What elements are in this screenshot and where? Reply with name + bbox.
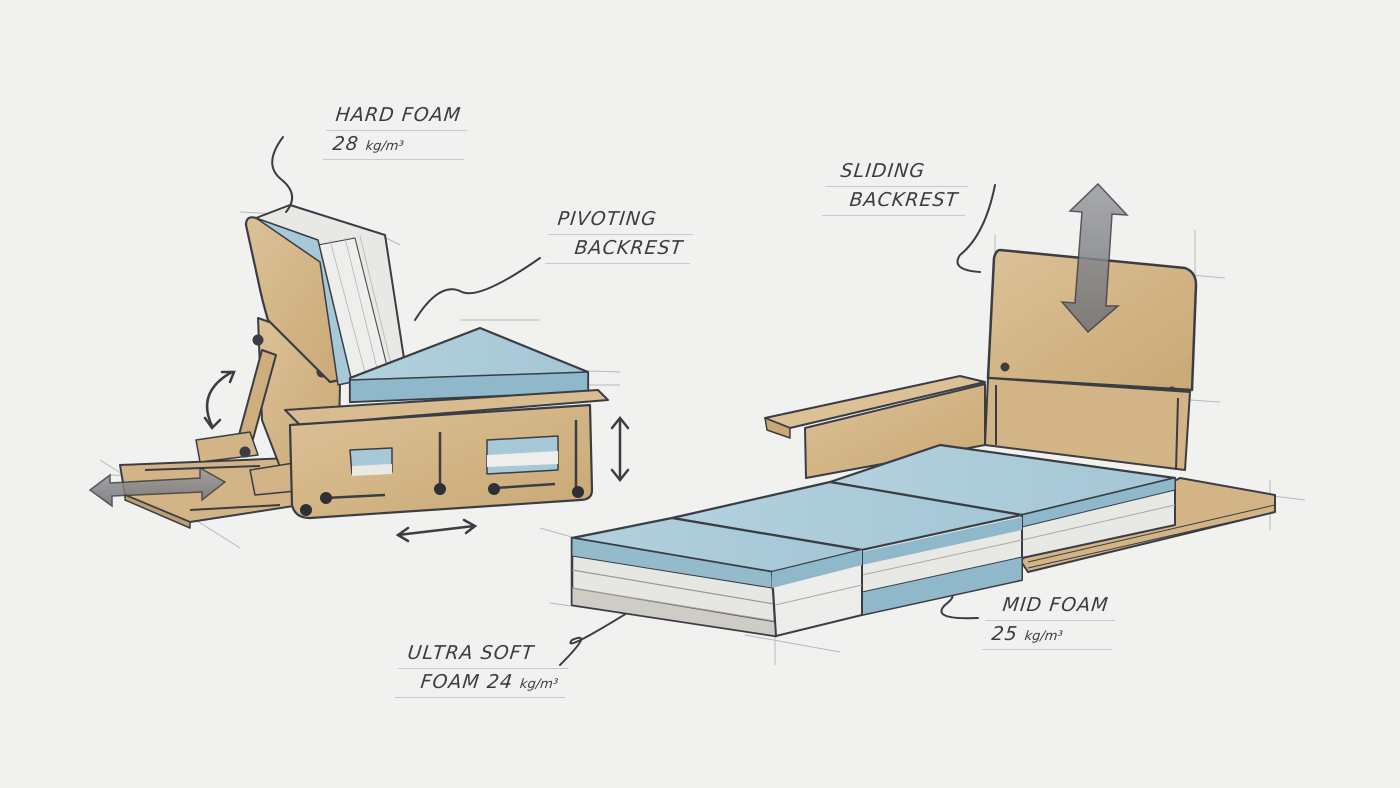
mid-foam-density: 25 kg/m³	[982, 621, 1115, 650]
mid-foam-title: MID FOAM	[985, 592, 1118, 621]
label-mid-foam: MID FOAM 25 kg/m³	[982, 592, 1118, 650]
sliding-backrest-leader	[956, 184, 996, 273]
hard-foam-leader	[271, 136, 293, 213]
sliding-backrest-line2: BACKREST	[822, 187, 968, 216]
pivoting-backrest-line1: PIVOTING	[548, 206, 696, 235]
backrest-slide-arrow	[1060, 182, 1129, 334]
bed-configuration	[539, 230, 1306, 665]
label-sliding-backrest: SLIDING BACKREST	[822, 158, 971, 216]
label-ultra-soft-foam: ULTRA SOFT FOAM 24 kg/m³	[395, 640, 571, 698]
hard-foam-title: HARD FOAM	[326, 102, 470, 131]
base-slide-out-arrow	[88, 466, 227, 508]
sliding-backrest-line1: SLIDING	[825, 158, 971, 187]
backrest-rotate-arrow	[203, 370, 236, 430]
label-pivoting-backrest: PIVOTING BACKREST	[545, 206, 696, 264]
label-hard-foam: HARD FOAM 28 kg/m³	[323, 102, 471, 160]
pivoting-backrest-line2: BACKREST	[545, 235, 693, 264]
ultra-soft-leader	[559, 604, 641, 666]
pivoting-backrest-leader	[414, 257, 541, 321]
chair-configuration	[99, 204, 621, 549]
seat-height-arrow	[610, 415, 630, 483]
depth-slide-arrow	[395, 518, 478, 543]
ultra-soft-foam-line2: FOAM 24 kg/m³	[395, 669, 568, 698]
hard-foam-density: 28 kg/m³	[323, 131, 467, 160]
ultra-soft-foam-line1: ULTRA SOFT	[398, 640, 571, 669]
